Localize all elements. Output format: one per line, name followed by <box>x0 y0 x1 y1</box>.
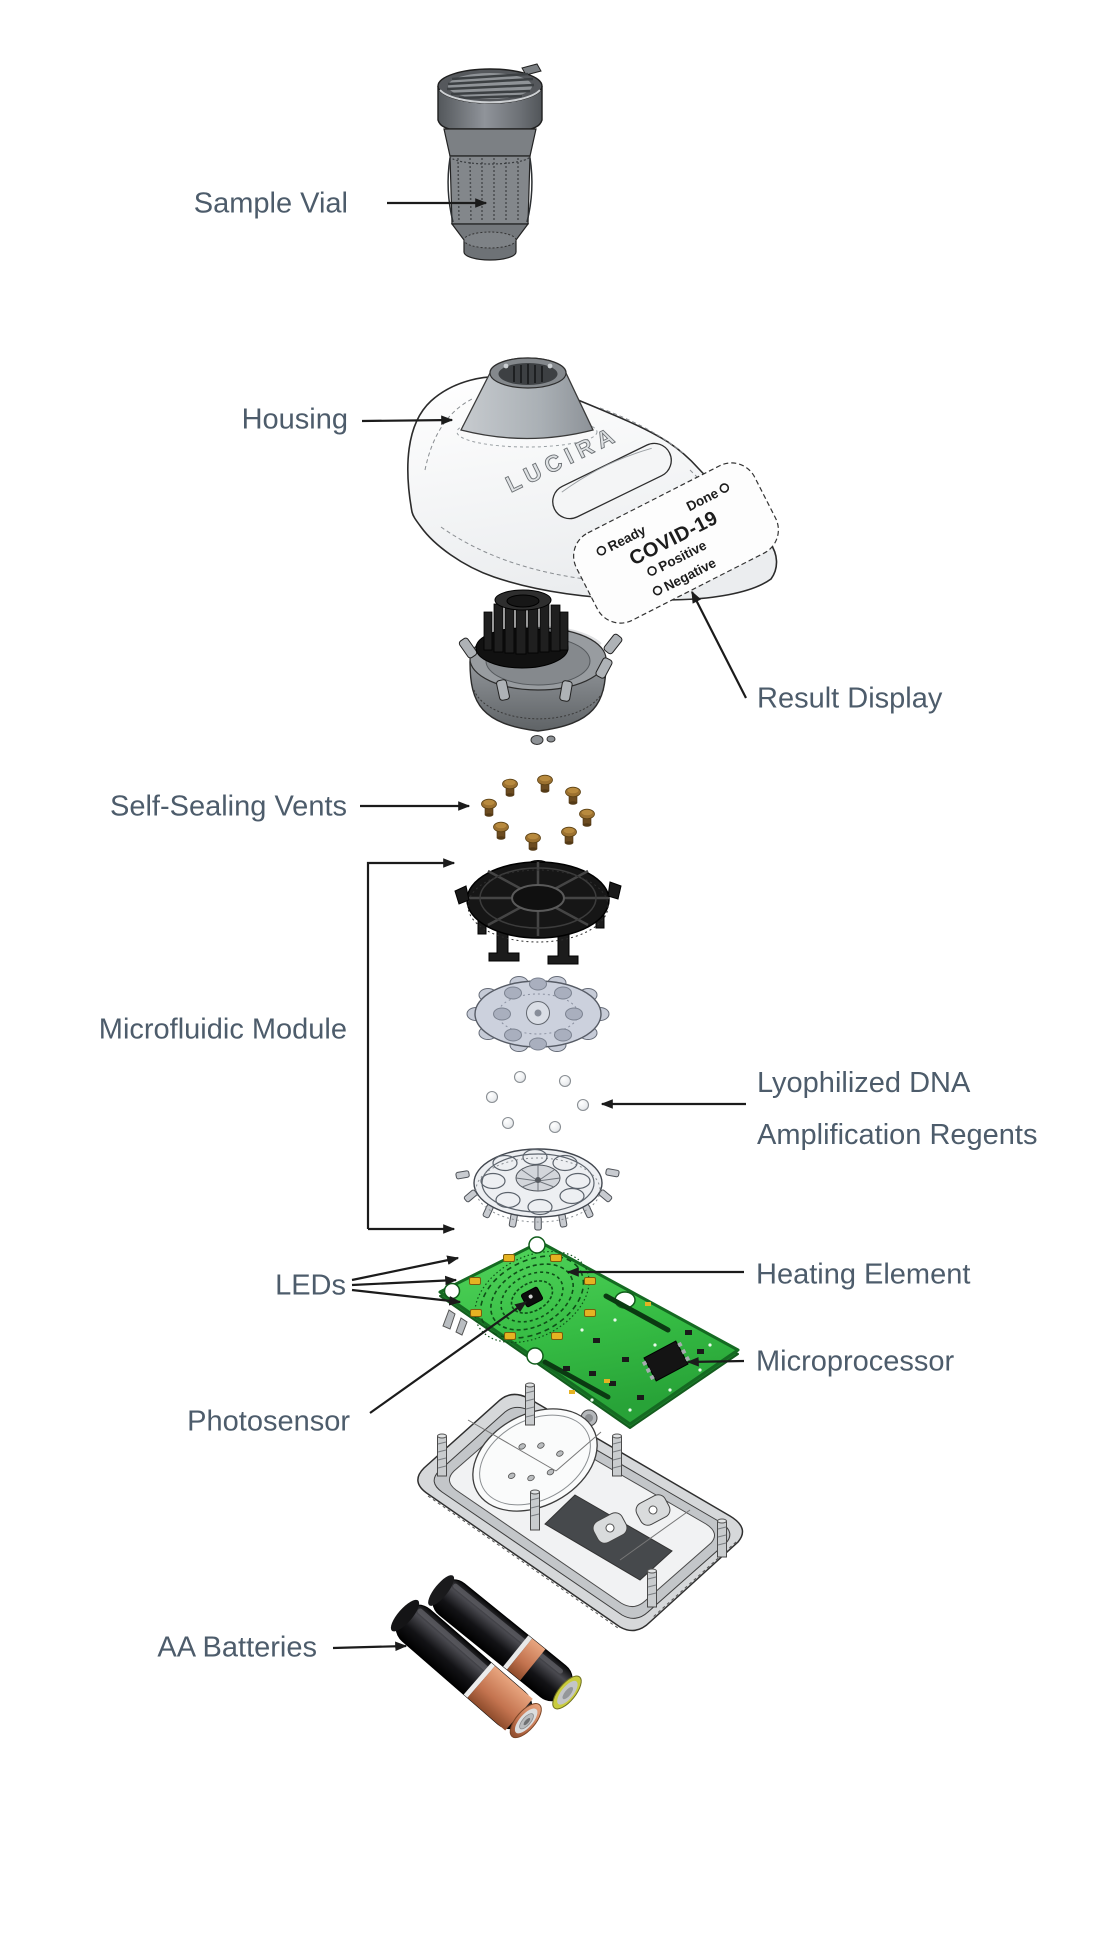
vent-plug <box>565 786 581 805</box>
label-microfluidic-module: Microfluidic Module <box>98 1013 347 1046</box>
vents-illustration <box>481 774 595 851</box>
cap-clips <box>458 633 623 702</box>
misc-components <box>563 1330 704 1400</box>
label-photosensor: Photosensor <box>187 1405 350 1438</box>
cap-illustration <box>458 589 623 745</box>
vent-plug <box>525 832 541 851</box>
pcb-board <box>438 1240 740 1426</box>
label-lyophilized-line2: Amplification Regents <box>757 1119 1038 1151</box>
label-self-sealing-vents: Self-Sealing Vents <box>110 790 347 823</box>
done-led-circle <box>719 483 730 493</box>
leader-housing <box>361 415 454 425</box>
label-heating-element: Heating Element <box>756 1258 971 1291</box>
vent-plug <box>537 774 553 793</box>
housing-recess <box>552 442 672 520</box>
label-lyophilized-reagents: Lyophilized DNA Amplification Regents <box>757 1057 1037 1161</box>
label-sample-vial: Sample Vial <box>193 187 348 220</box>
leader-batteries <box>332 1641 408 1652</box>
heating-element-trace <box>603 1293 671 1333</box>
leader-photosensor <box>369 1301 527 1414</box>
leader-leds-2 <box>351 1275 458 1287</box>
leader-microprocessor <box>686 1357 745 1367</box>
vent-plug <box>561 826 577 845</box>
vent-plug <box>481 798 497 817</box>
ready-led-circle <box>596 545 607 556</box>
vent-plug <box>493 821 509 840</box>
label-microprocessor: Microprocessor <box>756 1345 955 1378</box>
label-aa-batteries: AA Batteries <box>157 1631 317 1664</box>
vent-plug <box>502 778 518 797</box>
leader-leds-3 <box>351 1288 462 1306</box>
leader-leds-1 <box>351 1255 460 1282</box>
pcb-illustration <box>438 1236 740 1429</box>
battery-2 <box>390 1599 542 1739</box>
microfluidic-white-disc-illustration <box>455 1148 620 1231</box>
negative-led-circle <box>652 585 663 596</box>
leader-microfluidic-top <box>366 858 456 1229</box>
led-components <box>469 1254 596 1340</box>
housing-illustration: LUCIRA Ready Done COVID-19 Positive Nega… <box>407 357 779 624</box>
positive-led-circle <box>647 566 657 576</box>
label-lyophilized-line1: Lyophilized DNA <box>757 1067 971 1099</box>
result-display-panel: Ready Done COVID-19 Positive Negative <box>573 462 779 624</box>
microfluidic-top-disc-illustration <box>454 860 622 965</box>
label-result-display: Result Display <box>757 682 943 715</box>
leader-lines <box>332 198 747 1652</box>
bottom-housing-illustration <box>417 1382 744 1632</box>
vial-cap-hatching <box>446 72 535 100</box>
label-housing: Housing <box>241 403 348 436</box>
tray-round-well <box>472 1408 598 1512</box>
leader-result-display <box>691 590 747 699</box>
sample-vial-illustration <box>437 63 543 261</box>
reagent-beads-illustration <box>485 1070 590 1134</box>
label-leds: LEDs <box>275 1269 346 1302</box>
microprocessor-component <box>641 1340 691 1382</box>
vent-plug <box>579 808 595 827</box>
microfluidic-gray-disc-illustration <box>466 976 610 1052</box>
battery-1 <box>428 1575 582 1710</box>
screw-posts <box>437 1382 727 1608</box>
batteries-illustration <box>390 1575 582 1739</box>
